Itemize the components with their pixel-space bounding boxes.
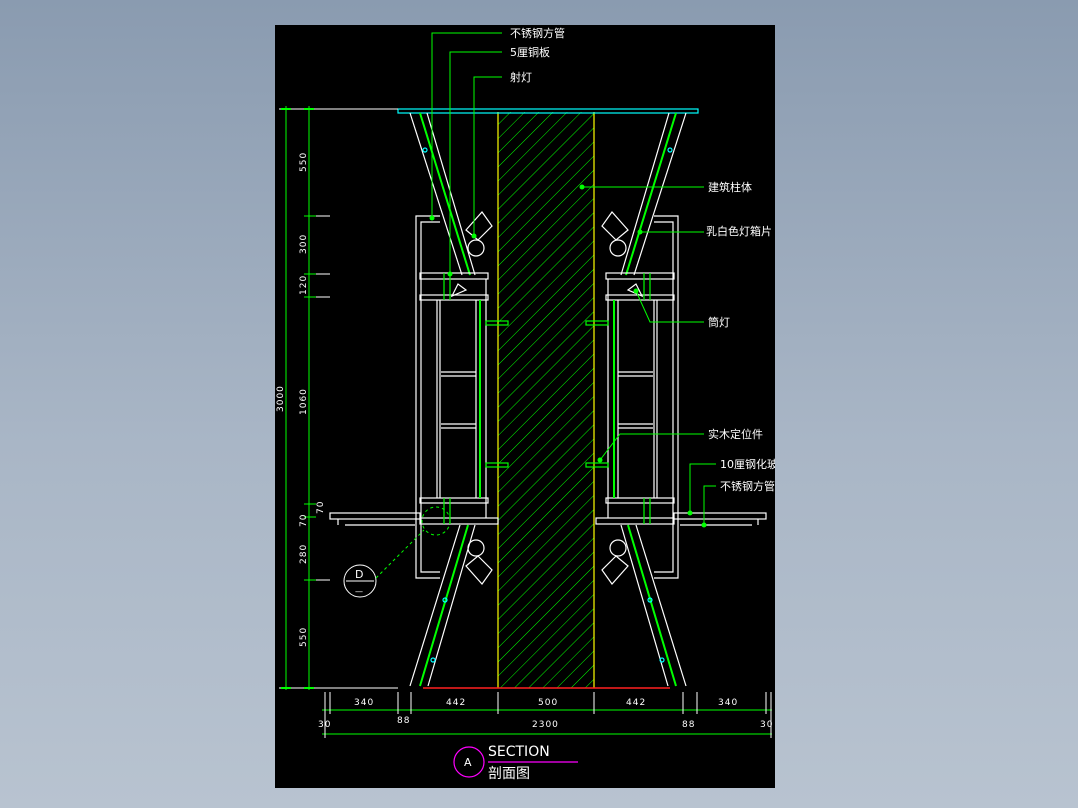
vdim-280: 280 bbox=[299, 544, 309, 564]
cad-viewport[interactable]: 不锈钢方管 5厘铜板 射灯 建筑柱体 乳白色灯箱片 筒灯 实木定位件 10厘钢化… bbox=[275, 25, 775, 788]
leader-dots bbox=[429, 184, 707, 528]
vdim-70-a: 70 bbox=[299, 514, 309, 527]
label-milky-lightbox: 乳白色灯箱片 bbox=[706, 224, 772, 238]
top-canopy bbox=[397, 108, 699, 276]
section-drawing: 不锈钢方管 5厘铜板 射灯 建筑柱体 乳白色灯箱片 筒灯 实木定位件 10厘钢化… bbox=[276, 26, 775, 782]
hdim-30-left: 30 bbox=[318, 720, 331, 730]
label-wood-locator: 实木定位件 bbox=[708, 427, 763, 441]
glass-shelf bbox=[329, 512, 767, 526]
vdim-550-bottom: 550 bbox=[299, 627, 309, 647]
vertical-dimension-lines bbox=[279, 106, 398, 690]
hdim-88-right: 88 bbox=[682, 720, 695, 730]
title-subtitle: 剖面图 bbox=[488, 766, 530, 782]
title-block bbox=[453, 746, 578, 778]
vdim-1060: 1060 bbox=[299, 388, 309, 415]
hdim-340-left: 340 bbox=[354, 698, 374, 708]
vdim-70-b: 70 bbox=[316, 501, 326, 514]
bottom-funnel bbox=[409, 147, 687, 687]
label-spotlight: 射灯 bbox=[510, 70, 532, 84]
hdim-442-left: 442 bbox=[446, 698, 466, 708]
horizontal-dimension-lines bbox=[322, 692, 772, 738]
hdim-30-right: 30 bbox=[760, 720, 773, 730]
hdim-88-left: 88 bbox=[397, 716, 410, 726]
wood-locators bbox=[485, 320, 609, 468]
leaders bbox=[431, 32, 716, 525]
hdim-500: 500 bbox=[538, 698, 558, 708]
hdim-340-right: 340 bbox=[718, 698, 738, 708]
detail-callout-letter: D bbox=[355, 568, 363, 581]
label-copper-plate: 5厘铜板 bbox=[510, 45, 550, 59]
detail-callout-sub: — bbox=[355, 587, 363, 596]
building-column bbox=[423, 112, 670, 689]
label-downlight: 筒灯 bbox=[708, 315, 730, 329]
vdim-120: 120 bbox=[299, 275, 309, 295]
label-stainless-tube-bottom: 不锈钢方管 bbox=[720, 479, 775, 493]
hdim-total-2300: 2300 bbox=[532, 720, 559, 730]
label-stainless-tube-top: 不锈钢方管 bbox=[510, 26, 565, 40]
milky-panels bbox=[479, 300, 615, 498]
label-tempered-glass: 10厘钢化玻璃 bbox=[720, 457, 775, 471]
title-section: SECTION bbox=[488, 744, 550, 760]
spotlights bbox=[450, 211, 644, 585]
hdim-442-right: 442 bbox=[626, 698, 646, 708]
vdim-300: 300 bbox=[299, 234, 309, 254]
vdim-total-3000: 3000 bbox=[276, 385, 286, 412]
label-building-column: 建筑柱体 bbox=[708, 180, 752, 194]
title-letter: A bbox=[464, 756, 472, 769]
vdim-550-top: 550 bbox=[299, 152, 309, 172]
detail-callout bbox=[343, 506, 451, 598]
